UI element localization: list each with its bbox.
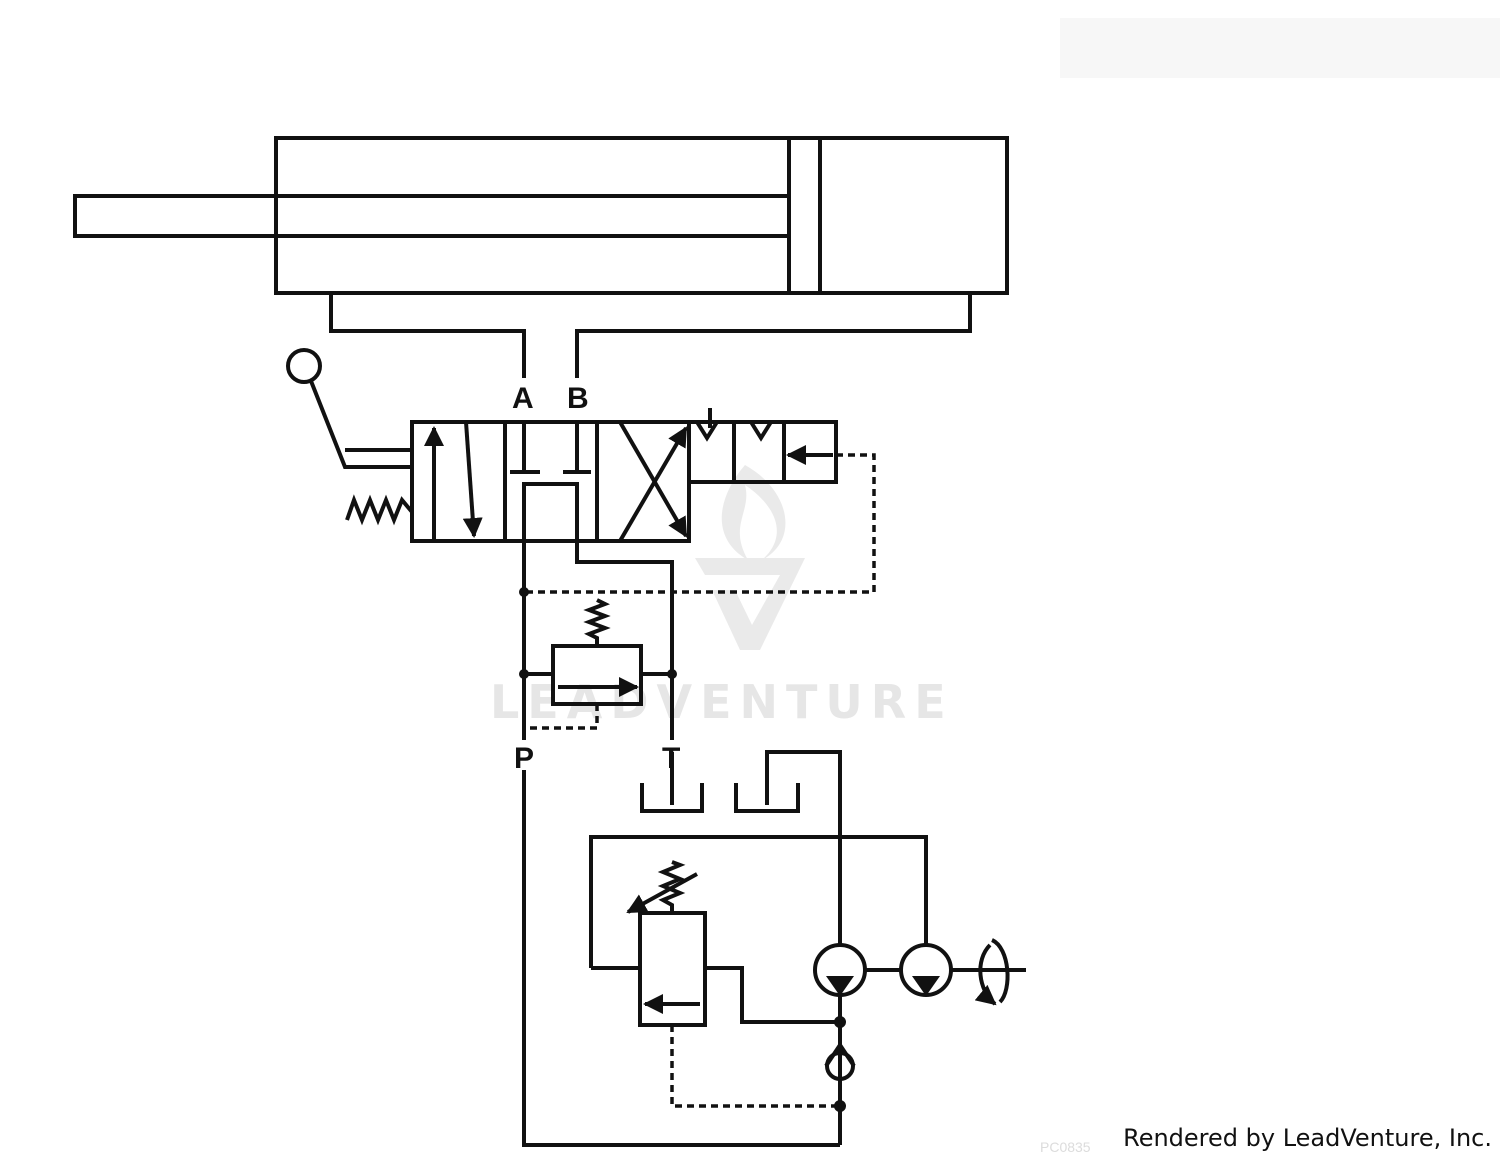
tank-line	[575, 541, 674, 740]
port-label-a: A	[512, 382, 534, 415]
main-relief-valve	[638, 911, 707, 1027]
relief-spring-icon	[583, 598, 611, 646]
directional-control-valve	[410, 420, 691, 543]
part-code: PC0835	[1040, 1139, 1091, 1155]
port-label-p: P	[514, 742, 534, 775]
tank-reservoir-icon	[640, 783, 704, 813]
faint-label-area	[1060, 18, 1500, 78]
down-arrow-icon	[462, 421, 483, 538]
lever-handle	[286, 348, 412, 469]
cross-arrow-up-icon	[618, 426, 688, 543]
watermark-logo-icon	[695, 465, 805, 650]
cross-arrow-down-icon	[618, 420, 688, 538]
pilot-detent-section	[524, 408, 876, 594]
rotation-arrow-icon	[974, 943, 997, 1006]
cylinder-lines	[329, 293, 972, 378]
pump-circuit	[522, 770, 1026, 1147]
adjustable-spring-icon	[657, 860, 686, 913]
piston-rod	[73, 194, 791, 238]
lever-knob-icon	[286, 348, 322, 384]
piston	[787, 136, 822, 295]
port-label-b: B	[567, 382, 589, 415]
return-spring-icon	[345, 494, 414, 526]
circuit-relief-valve	[524, 598, 672, 730]
hydraulic-cylinder	[73, 136, 1009, 295]
adjustment-arrow-icon	[626, 872, 698, 914]
render-credit: Rendered by LeadVenture, Inc.	[1123, 1124, 1492, 1152]
cylinder-barrel	[274, 136, 1009, 295]
pump-reservoir-icon	[734, 783, 800, 813]
